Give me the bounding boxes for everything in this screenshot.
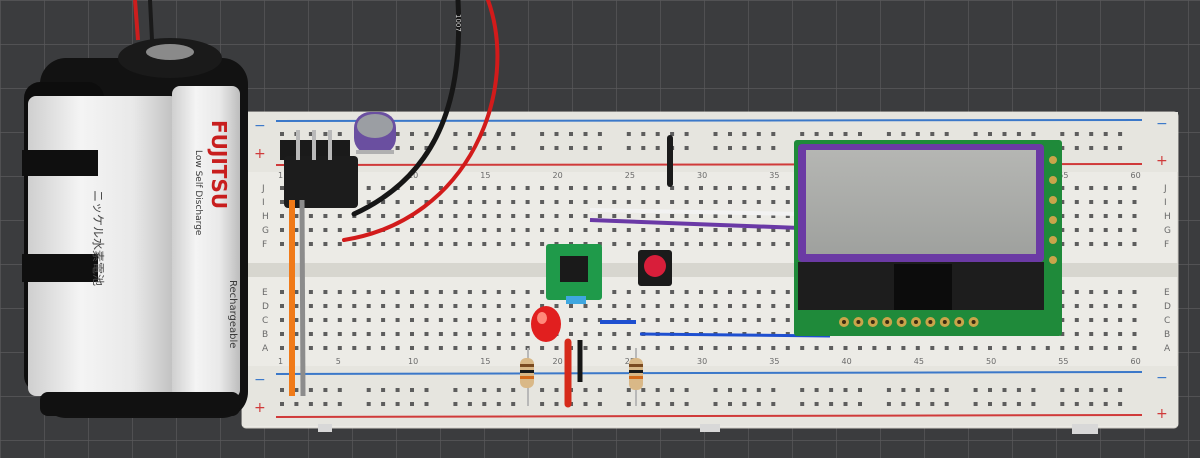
column-label: 20 <box>553 357 563 366</box>
row-label: J <box>261 184 265 194</box>
lcd-screen <box>806 150 1036 254</box>
voltage-regulator <box>280 130 358 208</box>
battery-line1-text: Low Self Discharge <box>193 150 203 236</box>
lcd-module <box>794 140 1062 336</box>
resistor-left <box>520 348 534 406</box>
row-label: B <box>262 330 268 340</box>
row-label: D <box>1164 302 1171 312</box>
column-label: 30 <box>697 357 707 366</box>
wire-gray <box>299 199 306 397</box>
red-led <box>531 306 561 342</box>
row-label: H <box>262 212 269 222</box>
wire-black-battery <box>351 0 462 217</box>
column-label: 5 <box>336 357 341 366</box>
lcd-side-pin <box>1049 256 1057 264</box>
breadboard-holes <box>280 132 1137 406</box>
wire-red-battery <box>342 0 500 242</box>
lcd-side-pins <box>1049 156 1057 264</box>
tactile-switch <box>638 250 672 286</box>
rail-minus-bottom-left: − <box>254 372 266 388</box>
rail-minus-top-right: − <box>1156 116 1168 132</box>
row-label: E <box>1164 288 1170 298</box>
column-label: 55 <box>1058 171 1068 180</box>
rail-minus-top-left: − <box>254 118 266 134</box>
column-label: 55 <box>1058 357 1068 366</box>
column-label: 20 <box>553 171 563 180</box>
column-label: 10 <box>408 171 418 180</box>
rail-plus-bottom-left: + <box>254 400 266 416</box>
row-label: C <box>262 316 268 326</box>
row-label: F <box>262 240 267 250</box>
column-label: 60 <box>1131 171 1141 180</box>
row-label: A <box>1164 344 1171 354</box>
lcd-side-pin <box>1049 156 1057 164</box>
row-label: B <box>1164 330 1170 340</box>
row-label: D <box>262 302 269 312</box>
battery-jp-text: ニッケル水素電池 <box>91 190 105 286</box>
rail-plus-top-left: + <box>254 146 266 162</box>
row-label: J <box>1163 184 1167 194</box>
row-label: A <box>262 344 269 354</box>
resistor-right <box>629 348 643 406</box>
column-label: 35 <box>769 357 779 366</box>
row-label: G <box>1164 226 1171 236</box>
column-label: 35 <box>769 171 779 180</box>
battery-brand-text: FUJITSU <box>207 120 231 209</box>
rail-line-red-bottom <box>275 414 1143 418</box>
column-label: 40 <box>842 357 852 366</box>
column-label: 15 <box>480 171 490 180</box>
column-label: 30 <box>697 171 707 180</box>
column-label: 25 <box>625 171 635 180</box>
row-label: E <box>262 288 268 298</box>
wire-purple <box>589 218 801 230</box>
column-label: 1 <box>278 171 283 180</box>
rail-plus-top-right: + <box>1156 153 1168 169</box>
lcd-pins <box>839 317 979 327</box>
rail-line-blue-bottom <box>275 371 1143 375</box>
wire-white <box>589 208 801 216</box>
rail-line-blue-top <box>275 119 1143 122</box>
lcd-side-pin <box>1049 176 1057 184</box>
rail-plus-bottom-right: + <box>1156 406 1168 422</box>
battery-holder: FUJITSU Low Self Discharge ニッケル水素電池 Rech… <box>22 0 248 418</box>
rail-minus-bottom-right: − <box>1156 370 1168 386</box>
lcd-side-pin <box>1049 216 1057 224</box>
column-label: 1 <box>278 357 283 366</box>
wire-label-1007: 1007 <box>454 14 462 32</box>
battery-cell-right <box>172 86 240 398</box>
row-label: G <box>262 226 269 236</box>
lcd-side-pin <box>1049 196 1057 204</box>
column-label: 15 <box>480 357 490 366</box>
ic-adapter-board <box>546 244 602 304</box>
electrolytic-capacitor <box>354 112 396 154</box>
row-label: I <box>1164 198 1167 208</box>
row-label: I <box>262 198 265 208</box>
column-label: 10 <box>408 357 418 366</box>
column-label: 50 <box>986 357 996 366</box>
lcd-side-pin <box>1049 236 1057 244</box>
column-label: 45 <box>914 357 924 366</box>
row-label: C <box>1164 316 1170 326</box>
row-label: H <box>1164 212 1171 222</box>
row-label: F <box>1164 240 1169 250</box>
battery-line2-text: Rechargeable <box>227 280 238 348</box>
column-label: 60 <box>1131 357 1141 366</box>
